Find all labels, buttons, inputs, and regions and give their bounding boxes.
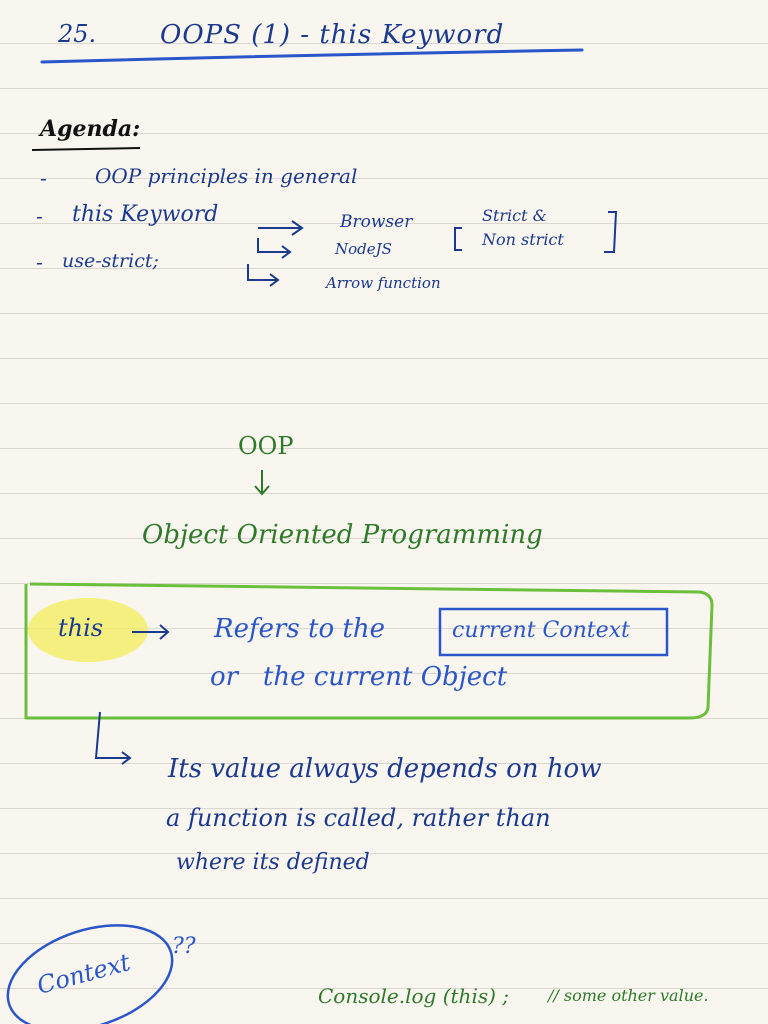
branch-arrow-function: Arrow function <box>326 274 441 292</box>
explanation-line-3: where its defined <box>176 850 370 875</box>
oop-full-form: Object Oriented Programming <box>142 520 543 550</box>
arrow-browser-icon <box>258 220 304 236</box>
arrow-this-icon <box>132 624 170 640</box>
term-this: this <box>58 614 104 642</box>
branch-browser: Browser <box>340 212 413 232</box>
agenda-bullet: - <box>36 204 43 228</box>
agenda-item-oop-principles: OOP principles in general <box>95 164 358 188</box>
code-comment: // some other value. <box>548 986 709 1005</box>
mode-non-strict: Non strict <box>482 230 564 249</box>
console-log-code: Console.log (this) ; <box>318 984 509 1008</box>
explanation-line-2: a function is called, rather than <box>166 804 551 832</box>
explanation-line-1: Its value always depends on how <box>168 754 602 784</box>
definition-boxed-text: current Context <box>452 618 630 643</box>
agenda-item-this-keyword: this Keyword <box>72 202 219 227</box>
page-title: OOPS (1) - this Keyword <box>160 20 505 50</box>
definition-line-2: or the current Object <box>210 662 508 692</box>
agenda-underline <box>31 147 141 151</box>
agenda-heading: Agenda: <box>40 116 141 142</box>
down-arrow-icon <box>254 470 270 496</box>
bracket-right <box>604 211 618 253</box>
explanation-arrow-icon <box>94 711 132 765</box>
title-underline <box>40 48 584 64</box>
arrow-arrow-function-icon <box>247 264 280 287</box>
definition-box <box>24 582 714 720</box>
arrow-nodejs-icon <box>257 238 292 259</box>
title-number: 25. <box>58 20 97 48</box>
agenda-bullet: - <box>36 250 43 274</box>
definition-line-1: Refers to the <box>214 614 385 644</box>
oop-abbreviation: OOP <box>238 432 294 460</box>
agenda-item-use-strict: use-strict; <box>62 250 159 272</box>
bracket-left <box>454 227 462 251</box>
circled-context: Context <box>34 948 134 1000</box>
mode-strict: Strict & <box>482 206 547 225</box>
question-marks: ?? <box>172 934 196 959</box>
agenda-bullet: - <box>40 166 47 190</box>
branch-nodejs: NodeJS <box>335 240 392 258</box>
